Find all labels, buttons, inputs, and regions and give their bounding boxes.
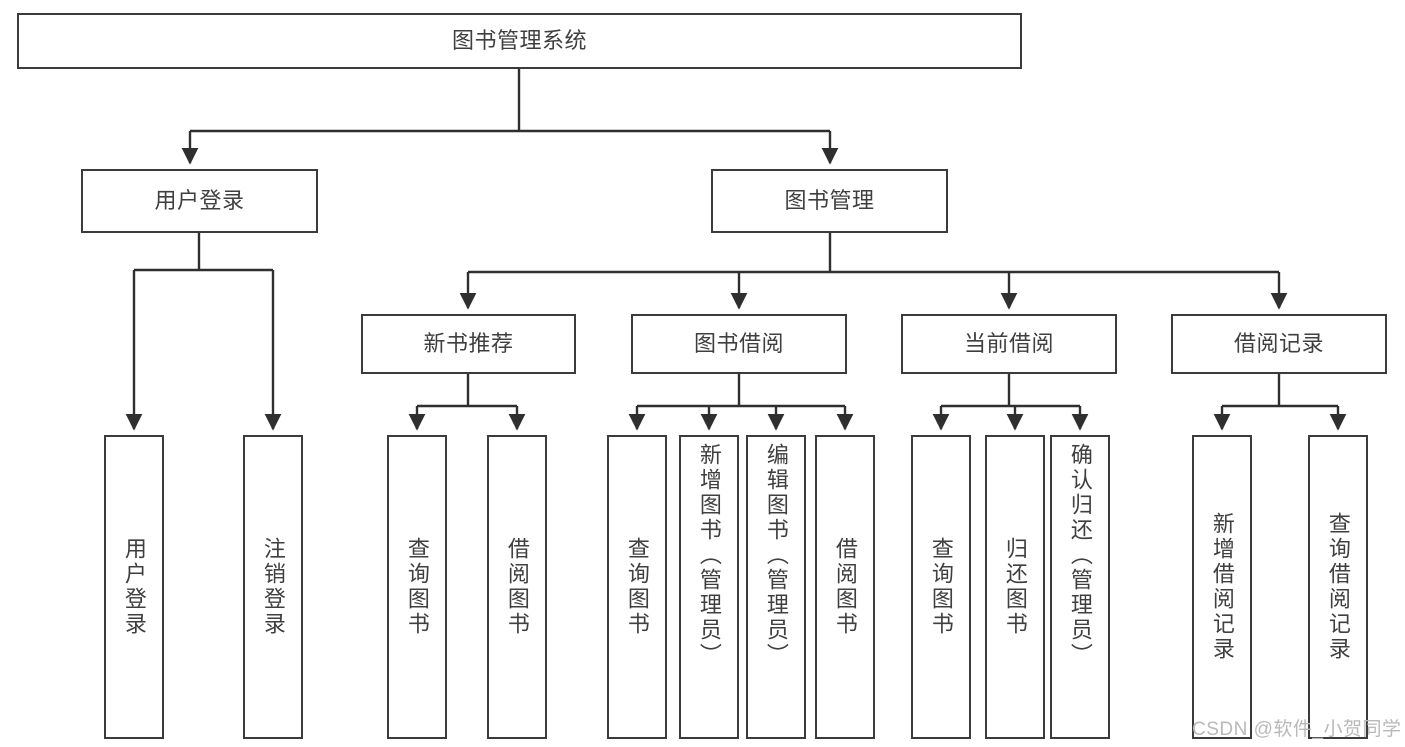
node-root[interactable]: 图书管理系统 — [17, 13, 1022, 69]
leaf-confirm-return-admin[interactable]: 确认归还（管理员） — [1050, 435, 1110, 739]
node-borrow-record[interactable]: 借阅记录 — [1171, 314, 1387, 374]
leaf-return-book[interactable]: 归还图书 — [985, 435, 1045, 739]
leaf-logout-login[interactable]: 注销登录 — [243, 435, 303, 739]
csdn-watermark: CSDN @软件_小贺同学 — [1192, 719, 1402, 740]
node-current-borrow-label: 当前借阅 — [963, 331, 1054, 357]
leaf-user-login-label: 用户登录 — [121, 537, 147, 637]
leaf-query-book-borrow-label: 查询图书 — [624, 537, 650, 637]
leaf-user-login[interactable]: 用户登录 — [104, 435, 164, 739]
leaf-confirm-return-admin-label: 确认归还（管理员） — [1067, 443, 1093, 668]
leaf-query-borrow-record-label: 查询借阅记录 — [1325, 512, 1351, 662]
leaf-query-book-current[interactable]: 查询图书 — [911, 435, 971, 739]
node-new-book-recommendation-label: 新书推荐 — [423, 331, 514, 357]
leaf-query-book-borrow[interactable]: 查询图书 — [607, 435, 667, 739]
leaf-add-book-admin[interactable]: 新增图书（管理员） — [679, 435, 739, 739]
leaf-query-book-recommendation-label: 查询图书 — [404, 537, 430, 637]
node-book-manage-label: 图书管理 — [784, 188, 875, 214]
node-new-book-recommendation[interactable]: 新书推荐 — [361, 314, 576, 374]
leaf-add-borrow-record-label: 新增借阅记录 — [1209, 512, 1235, 662]
leaf-borrow-book[interactable]: 借阅图书 — [815, 435, 875, 739]
leaf-return-book-label: 归还图书 — [1002, 537, 1028, 637]
node-user-login-label: 用户登录 — [154, 188, 245, 214]
leaf-query-borrow-record[interactable]: 查询借阅记录 — [1308, 435, 1368, 739]
node-book-borrow-label: 图书借阅 — [693, 331, 784, 357]
leaf-edit-book-admin-label: 编辑图书（管理员） — [763, 443, 789, 668]
leaf-borrow-book-recommendation-label: 借阅图书 — [504, 537, 530, 637]
node-borrow-record-label: 借阅记录 — [1233, 331, 1324, 357]
node-user-login[interactable]: 用户登录 — [81, 169, 318, 233]
leaf-add-borrow-record[interactable]: 新增借阅记录 — [1192, 435, 1252, 739]
leaf-edit-book-admin[interactable]: 编辑图书（管理员） — [746, 435, 806, 739]
leaf-query-book-recommendation[interactable]: 查询图书 — [387, 435, 447, 739]
node-book-manage[interactable]: 图书管理 — [711, 169, 948, 233]
node-book-borrow[interactable]: 图书借阅 — [631, 314, 847, 374]
leaf-borrow-book-label: 借阅图书 — [832, 537, 858, 637]
leaf-logout-login-label: 注销登录 — [260, 537, 286, 637]
leaf-add-book-admin-label: 新增图书（管理员） — [696, 443, 722, 668]
node-current-borrow[interactable]: 当前借阅 — [901, 314, 1117, 374]
leaf-query-book-current-label: 查询图书 — [928, 537, 954, 637]
leaf-borrow-book-recommendation[interactable]: 借阅图书 — [487, 435, 547, 739]
node-root-label: 图书管理系统 — [451, 28, 587, 54]
